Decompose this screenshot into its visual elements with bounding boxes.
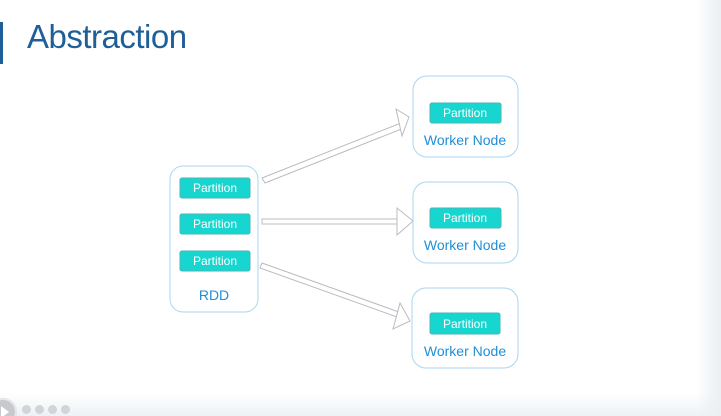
distribution-arrows: [259, 107, 414, 330]
title-accent-bar: [0, 22, 3, 64]
rdd-partition-3-label: Partition: [193, 254, 237, 268]
arrow-to-worker-1: [261, 107, 410, 184]
worker-node-card-2: Partition Worker Node: [412, 181, 519, 264]
right-shadow-edge: [697, 0, 721, 416]
play-button-icon[interactable]: [0, 398, 17, 416]
worker-2-partition-label: Partition: [443, 211, 487, 225]
worker-1-partition: [429, 102, 502, 124]
worker-3-partition-label: Partition: [443, 317, 487, 331]
player-controls: [22, 405, 70, 414]
rdd-partition-3: Partition: [179, 250, 251, 272]
rdd-partition-1: Partition: [179, 177, 251, 199]
rdd-card: Partition Partition Partition RDD: [169, 165, 259, 313]
arrow-to-worker-3: [259, 262, 411, 330]
worker-2-label: Worker Node: [424, 237, 506, 253]
control-dot-icon: [22, 405, 31, 414]
rdd-partition-1-label: Partition: [193, 181, 237, 195]
arrow-to-worker-2: [261, 206, 414, 237]
bottom-shadow-edge: [0, 393, 721, 416]
rdd-label: RDD: [199, 287, 229, 303]
worker-node-card-1: Partition Worker Node: [412, 75, 519, 158]
control-dot-icon: [48, 405, 57, 414]
worker-3-label: Worker Node: [424, 343, 506, 359]
worker-1-label: Worker Node: [424, 132, 506, 148]
rdd-partition-2-label: Partition: [193, 217, 237, 231]
control-dot-icon: [61, 405, 70, 414]
slide-title: Abstraction: [27, 18, 187, 55]
worker-node-card-3: Partition Worker Node: [411, 287, 519, 369]
rdd-partition-2: Partition: [179, 213, 251, 235]
worker-2-partition: [429, 207, 502, 229]
control-dot-icon: [35, 405, 44, 414]
worker-1-partition-label: Partition: [443, 106, 487, 120]
worker-3-partition: [429, 312, 501, 335]
